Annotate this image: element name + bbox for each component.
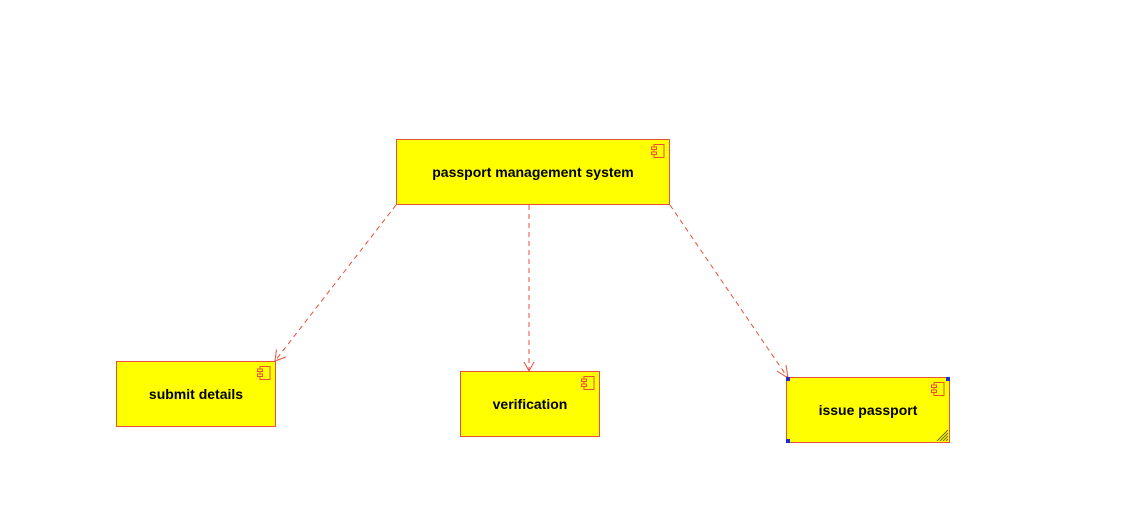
component-icon: [257, 366, 271, 380]
dependency-root-to-verify[interactable]: [523, 205, 535, 373]
component-label: verification: [492, 396, 568, 412]
component-passport-management-system[interactable]: passport management system: [396, 139, 670, 205]
component-submit-details[interactable]: submit details: [116, 361, 276, 427]
selection-handle-bottom-left[interactable]: [786, 439, 790, 443]
component-icon: [931, 382, 945, 396]
dependency-root-to-issue[interactable]: [669, 204, 789, 380]
selection-handle-top-right[interactable]: [946, 377, 950, 381]
component-label: submit details: [148, 386, 244, 402]
component-label: issue passport: [818, 402, 918, 418]
component-verification[interactable]: verification: [460, 371, 600, 437]
selection-handle-top-left[interactable]: [786, 377, 790, 381]
component-label: passport management system: [432, 164, 634, 180]
component-issue-passport[interactable]: issue passport: [786, 377, 950, 443]
component-icon: [651, 144, 665, 158]
component-icon: [581, 376, 595, 390]
resize-grip-icon[interactable]: [936, 429, 948, 441]
arrowhead-icon: [274, 349, 287, 362]
dependency-root-to-submit[interactable]: [274, 204, 397, 362]
